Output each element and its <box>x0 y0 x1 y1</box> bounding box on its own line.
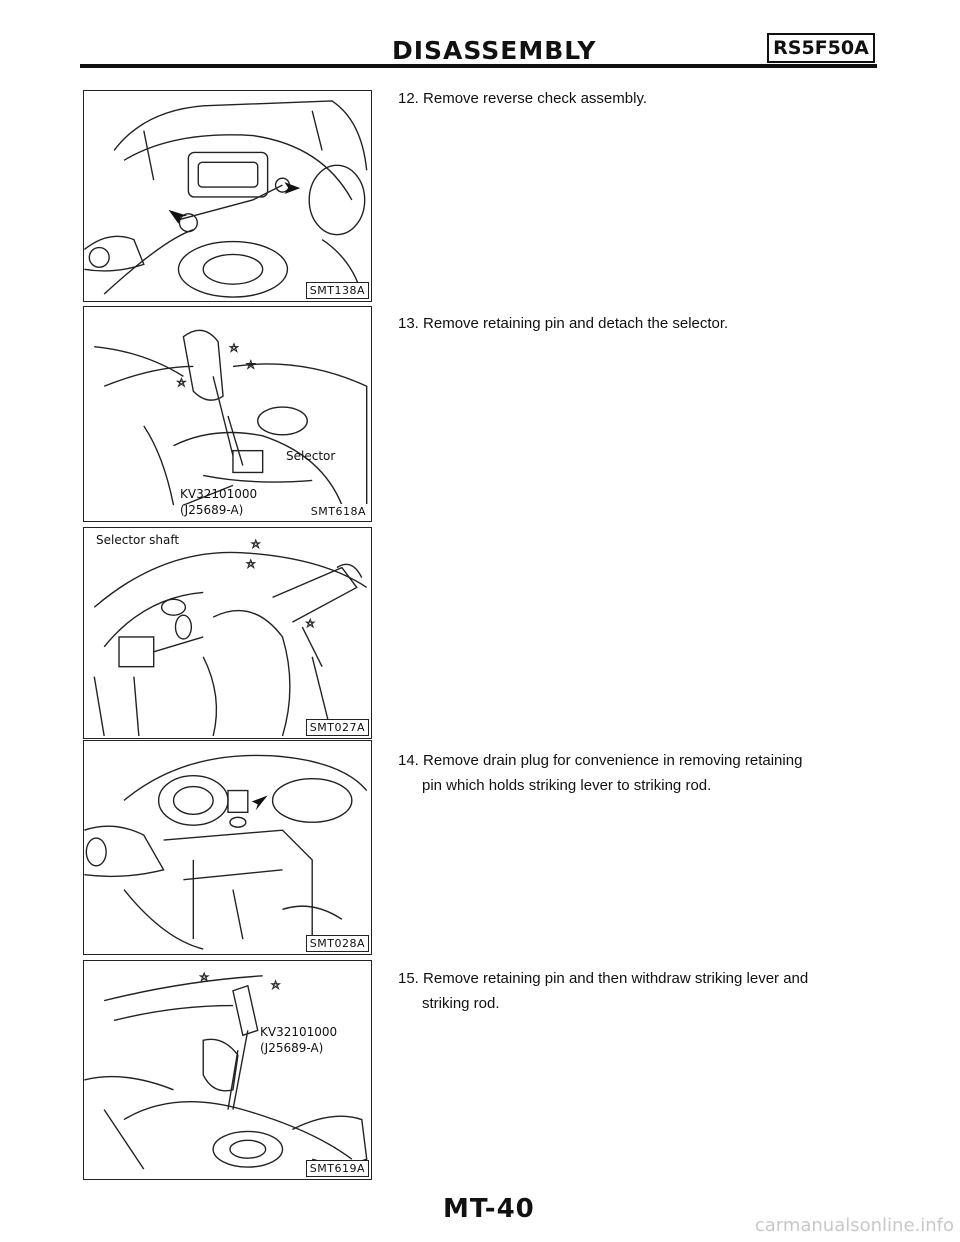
watermark: carmanualsonline.info <box>754 1215 954 1236</box>
figure-code: SMT618A <box>307 504 369 519</box>
header-rule <box>80 64 877 68</box>
figure-striking-rod: KV32101000 (J25689-A) SMT619A <box>83 960 372 1180</box>
step-number: 12. <box>398 90 419 107</box>
step-12: 12. Remove reverse check assembly. <box>398 86 878 111</box>
figure-drain-plug: SMT028A <box>83 740 372 955</box>
callout-tool-alt-number: (J25689-A) <box>260 1041 324 1055</box>
step-text-continued: striking rod. <box>422 995 500 1012</box>
callout-tool-number: KV32101000 <box>260 1025 338 1039</box>
illustration-drain-plug <box>84 754 368 950</box>
step-13: 13. Remove retaining pin and detach the … <box>398 311 878 336</box>
illustration-striking-rod <box>84 971 368 1170</box>
illustration-reverse-check <box>84 100 368 298</box>
step-14: 14. Remove drain plug for convenience in… <box>398 748 878 798</box>
callout-selector: Selector <box>286 449 336 463</box>
illustration-selector-pin <box>94 329 368 506</box>
figure-selector-shaft: Selector shaft SMT027A <box>83 527 372 739</box>
callout-selector-shaft: Selector shaft <box>96 533 180 547</box>
step-text-continued: pin which holds striking lever to striki… <box>422 777 712 794</box>
page-title: DISASSEMBLY <box>392 36 597 65</box>
figure-code: SMT619A <box>305 1160 369 1177</box>
step-text: Remove reverse check assembly. <box>423 90 647 107</box>
figure-reverse-check: SMT138A <box>83 90 372 302</box>
step-text: Remove drain plug for convenience in rem… <box>423 752 803 769</box>
illustration-selector-shaft <box>93 538 368 737</box>
step-number: 13. <box>398 315 419 332</box>
figure-selector-pin: Selector KV32101000 (J25689-A) SMT618A <box>83 306 372 522</box>
callout-tool-number: KV32101000 <box>180 487 258 501</box>
figure-code: SMT028A <box>305 935 369 952</box>
callout-tool-alt-number: (J25689-A) <box>180 503 244 517</box>
figure-code: SMT138A <box>305 282 369 299</box>
step-text: Remove retaining pin and then withdraw s… <box>423 970 809 987</box>
figure-code: SMT027A <box>305 719 369 736</box>
step-15: 15. Remove retaining pin and then withdr… <box>398 966 878 1016</box>
step-number: 14. <box>398 752 419 769</box>
model-badge: RS5F50A <box>767 33 875 63</box>
step-number: 15. <box>398 970 419 987</box>
page-number: MT-40 <box>443 1194 535 1224</box>
step-text: Remove retaining pin and detach the sele… <box>423 315 729 332</box>
